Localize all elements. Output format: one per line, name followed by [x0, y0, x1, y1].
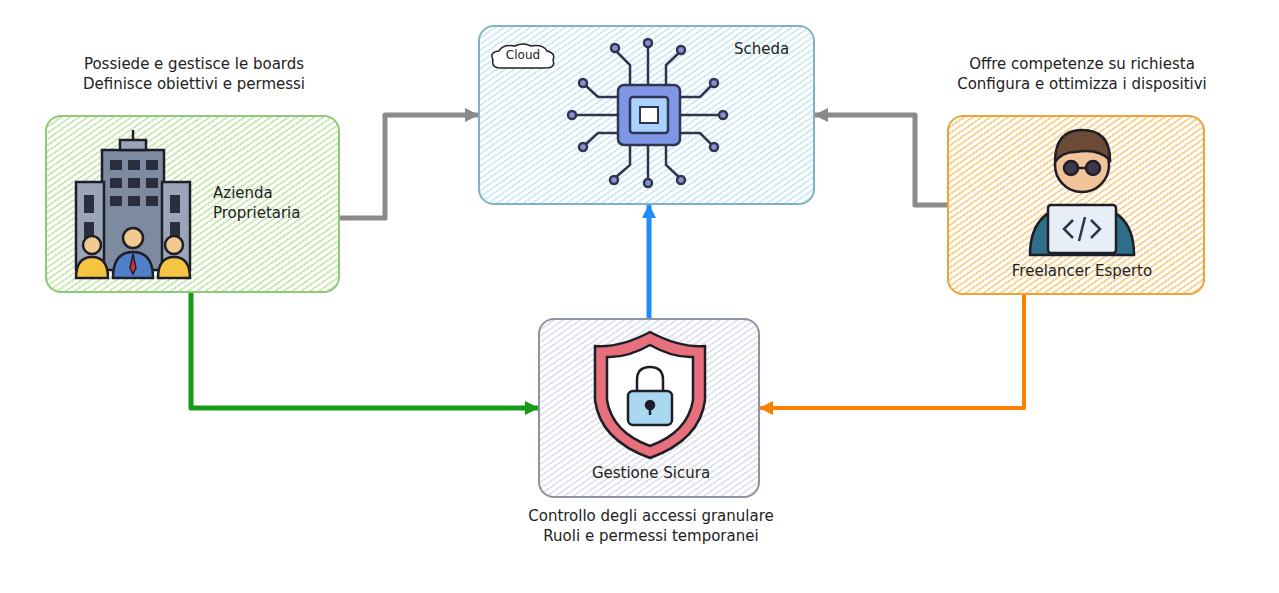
- owner-box: Possiede e gestisce le boards Definisce …: [45, 115, 340, 293]
- connector-arrow: [815, 115, 947, 205]
- node-title: Azienda Proprietaria: [213, 183, 333, 223]
- node-title: Gestione Sicura: [540, 463, 762, 483]
- building-icon: [76, 130, 190, 278]
- cloud-label: Cloud: [489, 47, 557, 63]
- node-title: Scheda: [734, 39, 804, 59]
- chip-icon: [568, 39, 727, 187]
- cloud-shape: Cloud: [489, 42, 557, 72]
- developer-icon: [1030, 130, 1134, 255]
- security-box: Gestione SicuraControllo degli accessi g…: [538, 318, 760, 498]
- node-title: Freelancer Esperto: [949, 261, 1215, 281]
- freelancer-box: Offre competenze su richiesta Configura …: [947, 115, 1205, 295]
- connector-arrow: [760, 295, 1024, 408]
- board-box: Scheda Cloud: [478, 25, 815, 205]
- shield-icon: [595, 332, 705, 458]
- connector-arrow: [191, 293, 538, 408]
- security-description: Controllo degli accessi granulare Ruoli …: [476, 506, 826, 546]
- role-description: Possiede e gestisce le boards Definisce …: [19, 54, 369, 94]
- connector-arrow: [647, 205, 652, 318]
- connector-arrow: [340, 115, 478, 218]
- role-description: Offre competenze su richiesta Configura …: [912, 54, 1252, 94]
